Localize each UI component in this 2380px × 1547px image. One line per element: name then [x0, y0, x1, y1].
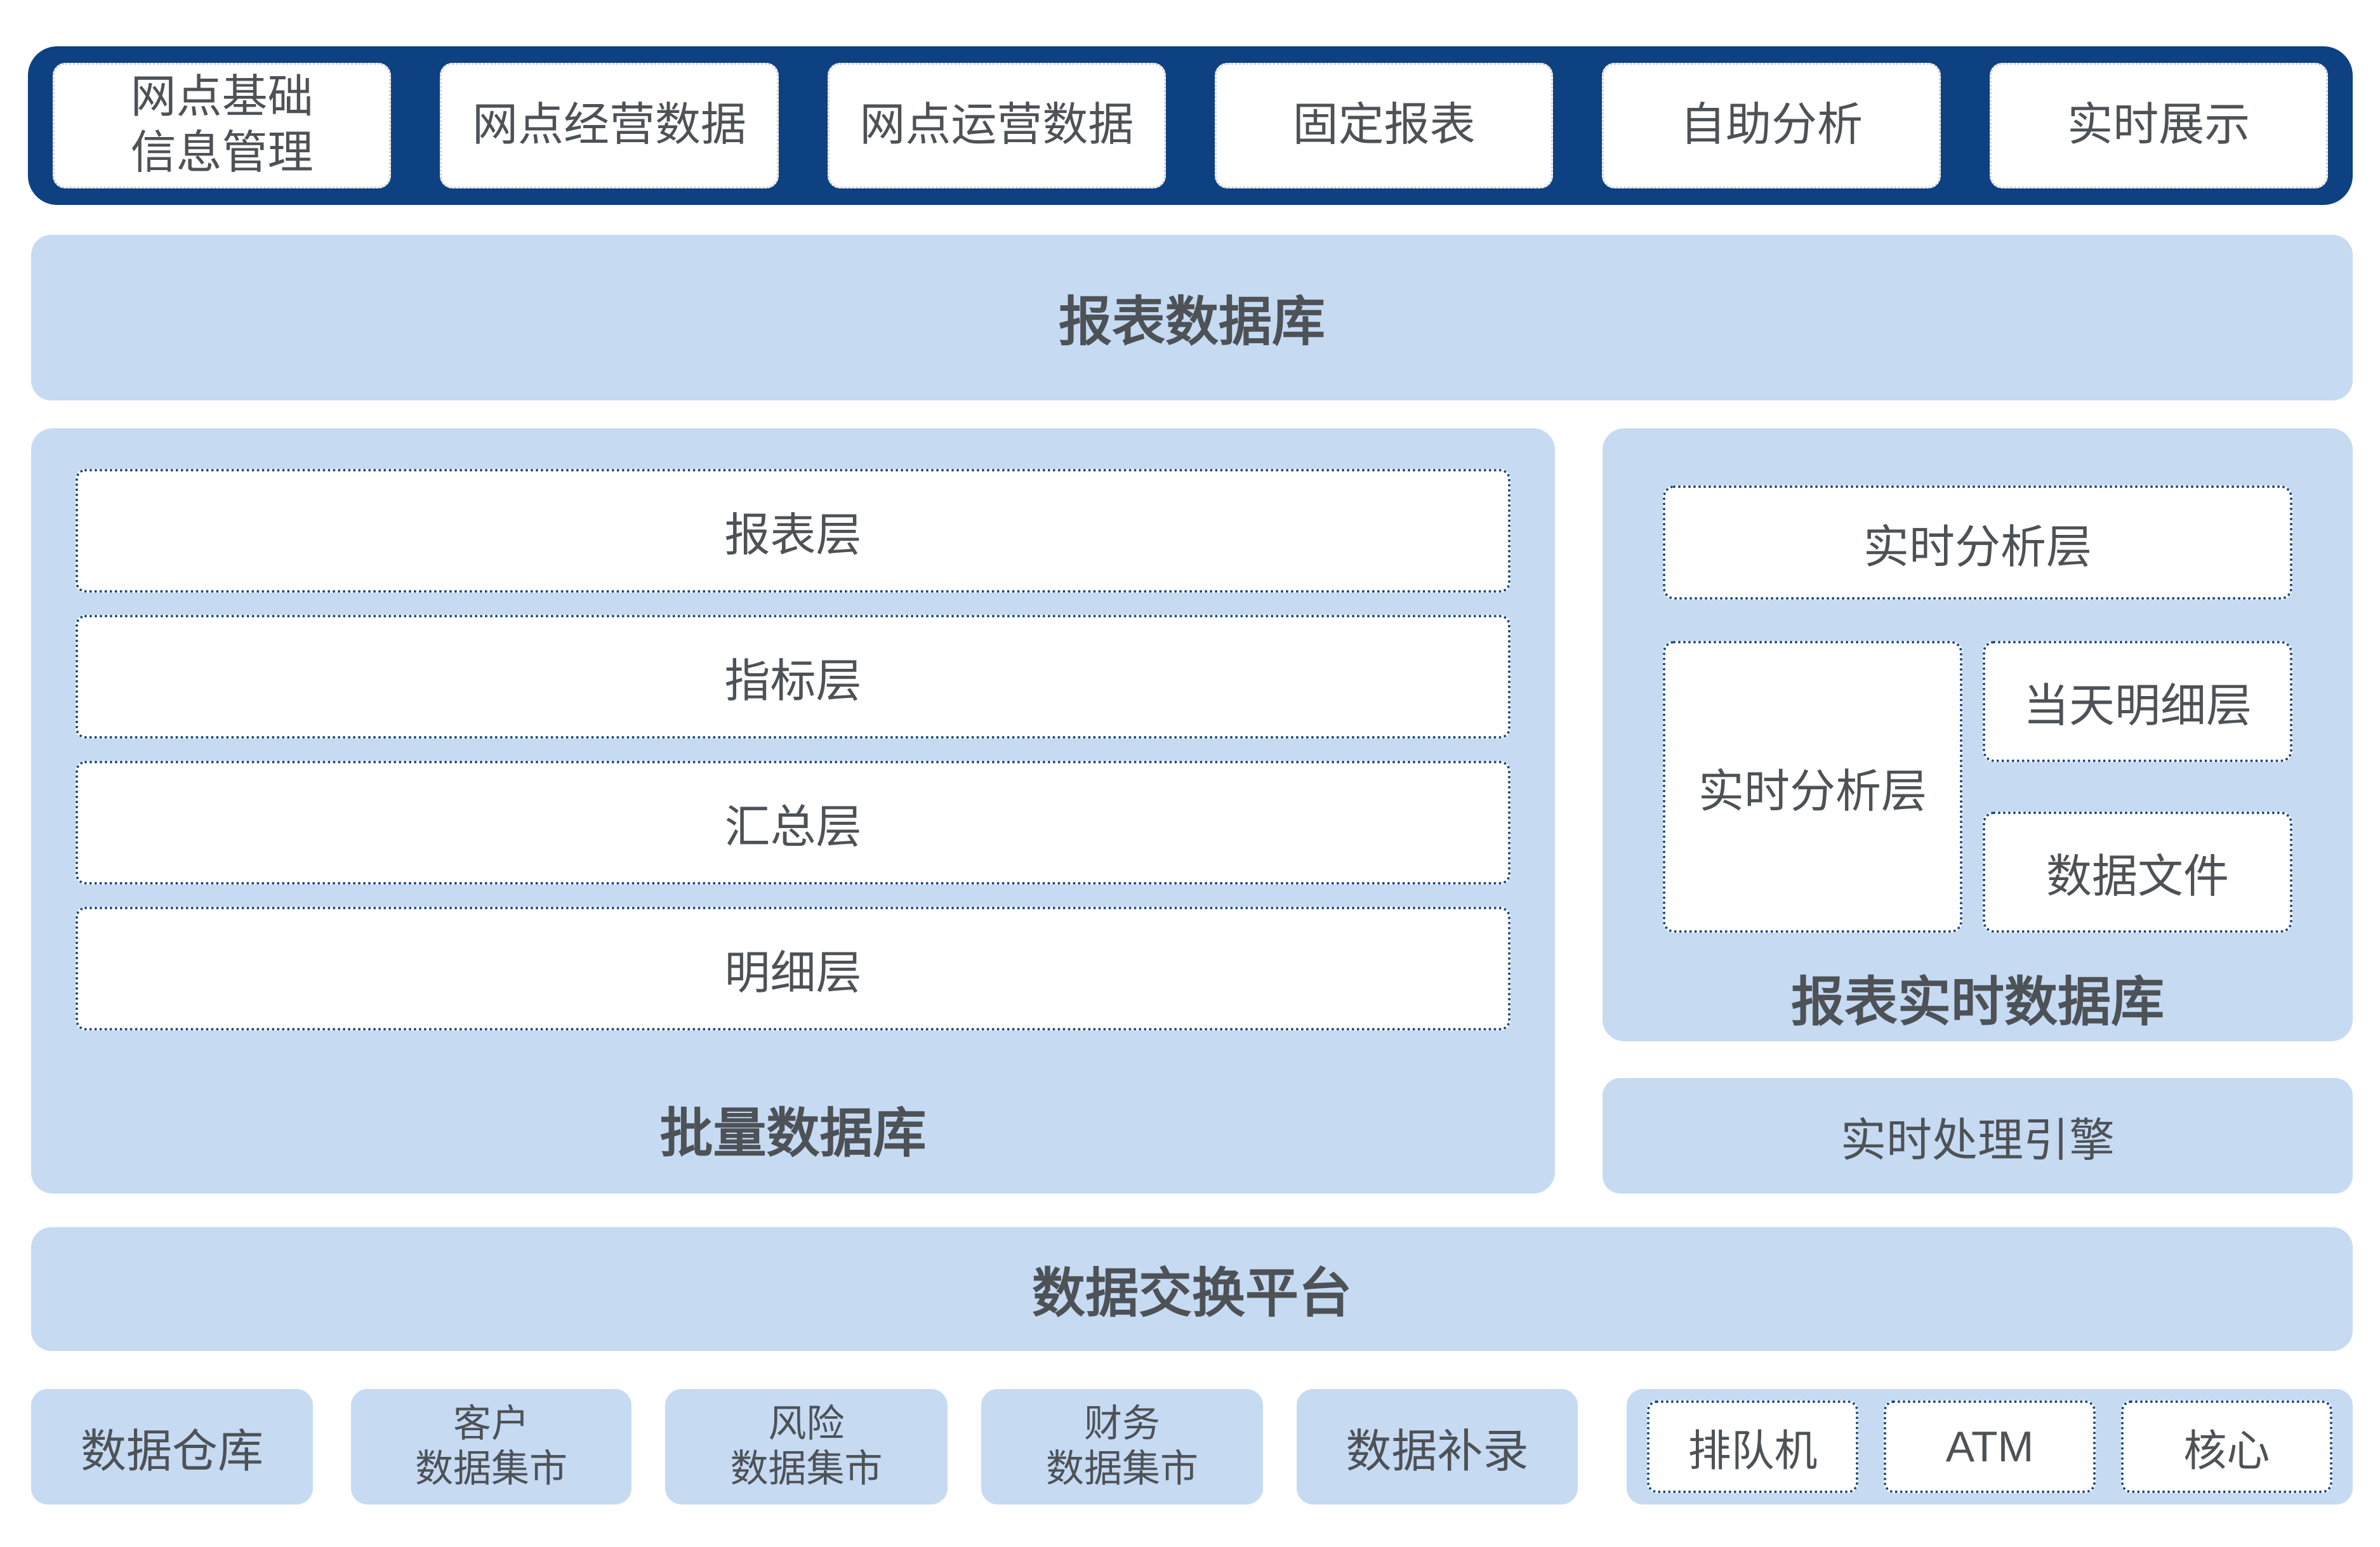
realtime-report-database-title: 报表实时数据库	[1790, 972, 2164, 1032]
batch-database-title: 批量数据库	[659, 1103, 927, 1163]
top-box-self-service-analysis: 自助分析	[1602, 63, 1941, 188]
channel-atm: ATM	[1884, 1400, 2096, 1493]
top-box-branch-operation-data: 网点运营数据	[827, 63, 1166, 188]
source-customer-data-mart: 客户 数据集市	[351, 1389, 631, 1504]
realtime-columns: 实时分析层 当天明细层 数据文件	[1663, 641, 2292, 933]
realtime-report-database-panel: 实时分析层 实时分析层 当天明细层 数据文件 报表实时数据库	[1603, 428, 2353, 1041]
source-finance-data-mart: 财务 数据集市	[981, 1389, 1263, 1504]
realtime-analysis-layer-left: 实时分析层	[1663, 641, 1962, 933]
batch-database-panel: 报表层 指标层 汇总层 明细层 批量数据库	[31, 428, 1555, 1194]
top-box-branch-business-data: 网点经营数据	[440, 63, 779, 188]
realtime-right-column: 当天明细层 数据文件	[1983, 641, 2292, 933]
data-file-box: 数据文件	[1983, 812, 2292, 933]
realtime-processing-engine-band: 实时处理引擎	[1603, 1078, 2353, 1194]
realtime-analysis-layer-top: 实时分析层	[1663, 485, 2292, 600]
source-risk-data-mart: 风险 数据集市	[665, 1389, 948, 1504]
today-detail-layer: 当天明细层	[1983, 641, 2292, 762]
report-database-band: 报表数据库	[31, 235, 2353, 400]
top-box-branch-basic-info: 网点基础 信息管理	[53, 63, 392, 188]
source-data-supplement: 数据补录	[1297, 1389, 1578, 1504]
top-box-fixed-report: 固定报表	[1214, 63, 1554, 188]
layer-indicator: 指标层	[76, 615, 1511, 739]
channel-core: 核心	[2120, 1400, 2332, 1493]
layer-summary: 汇总层	[76, 761, 1511, 885]
channel-systems-container: 排队机 ATM 核心	[1627, 1389, 2353, 1504]
data-exchange-platform-band: 数据交换平台	[31, 1227, 2353, 1351]
channel-queue-machine: 排队机	[1647, 1400, 1859, 1493]
layer-detail: 明细层	[76, 907, 1511, 1030]
application-layer-bar: 网点基础 信息管理 网点经营数据 网点运营数据 固定报表 自助分析 实时展示	[28, 46, 2353, 205]
source-data-warehouse: 数据仓库	[31, 1389, 313, 1504]
layer-report: 报表层	[76, 469, 1511, 593]
top-box-realtime-display: 实时展示	[1989, 63, 2328, 188]
